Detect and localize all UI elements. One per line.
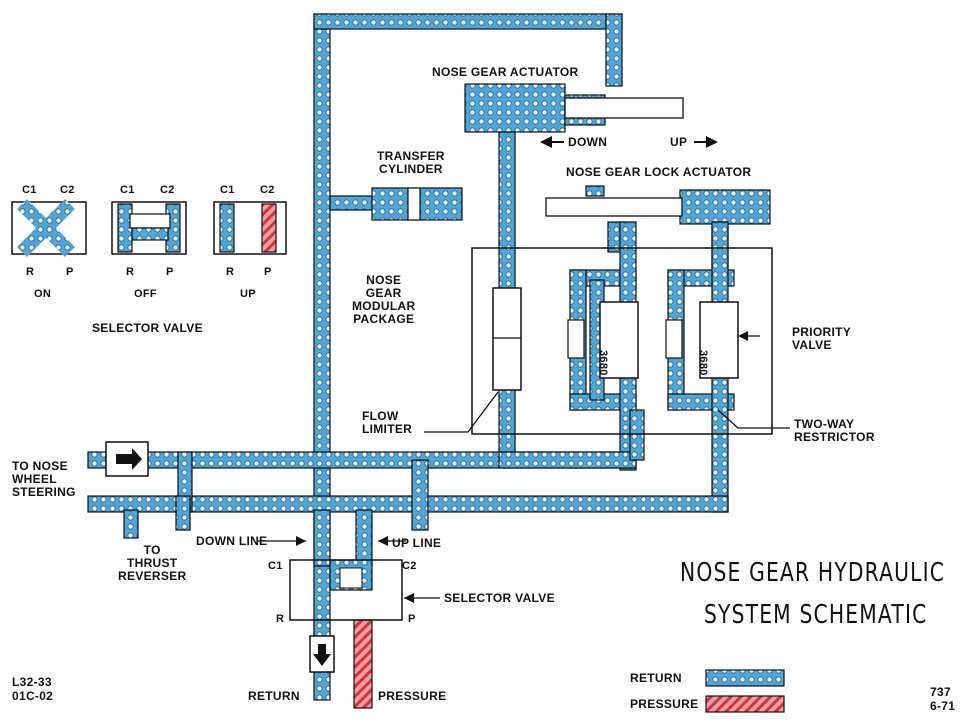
main-c1-label: C1 bbox=[268, 560, 283, 572]
selector-valve-pocket bbox=[339, 567, 363, 589]
down-arrow-icon bbox=[540, 136, 552, 148]
restrictor-left bbox=[567, 319, 585, 359]
state-up-p: P bbox=[264, 266, 272, 278]
down-label: DOWN bbox=[568, 135, 608, 149]
nose-gear-actuator-body bbox=[464, 83, 566, 133]
thrust-stub-3 bbox=[175, 495, 191, 531]
title-line-2: SYSTEM SCHEMATIC bbox=[704, 600, 928, 630]
selector-valve-main-label: SELECTOR VALVE bbox=[444, 591, 555, 605]
down-line-label: DOWN LINE bbox=[196, 534, 268, 548]
selector-leader-arrow bbox=[404, 593, 414, 603]
actuator-feed-line bbox=[605, 13, 623, 87]
priority-leader-arrow bbox=[738, 331, 748, 341]
up-label: UP bbox=[670, 135, 688, 149]
to-thrust-reverser-label: TO THRUST REVERSER bbox=[118, 543, 187, 583]
actuator-rod bbox=[564, 97, 684, 119]
state-off-p: P bbox=[166, 266, 174, 278]
state-on-p: P bbox=[66, 266, 74, 278]
footer-code-1: L32-33 bbox=[12, 675, 52, 689]
selector-state-on bbox=[11, 199, 87, 257]
transfer-cylinder-label: TRANSFER CYLINDER bbox=[377, 149, 445, 176]
state-up-c1: C1 bbox=[220, 184, 235, 196]
steering-arrow-icon bbox=[116, 448, 142, 470]
reverser-line bbox=[87, 495, 729, 513]
two-way-restrictor-label: TWO-WAY RESTRICTOR bbox=[794, 417, 875, 444]
pressure-inlet-label: PRESSURE bbox=[378, 689, 447, 703]
legend-pressure-swatch bbox=[705, 695, 785, 713]
transfer-link-line bbox=[329, 195, 375, 211]
state-up-name: UP bbox=[240, 288, 256, 300]
state-on-r: R bbox=[26, 266, 35, 278]
state-off-c1: C1 bbox=[120, 184, 135, 196]
mod-connector bbox=[411, 459, 429, 531]
state-off-name: OFF bbox=[134, 288, 157, 300]
state-on-name: ON bbox=[34, 288, 52, 300]
priority-valve-label: PRIORITY VALVE bbox=[792, 325, 852, 352]
return-arrow-icon bbox=[313, 644, 331, 666]
footer-date: 6-71 bbox=[930, 699, 956, 713]
footer-code-2: 01C-02 bbox=[12, 689, 54, 703]
title-line-1: NOSE GEAR HYDRAULIC bbox=[680, 558, 946, 588]
up-arrow-icon bbox=[706, 136, 718, 148]
modular-package-label: NOSE GEAR MODULAR PACKAGE bbox=[352, 273, 416, 326]
state-up-c2: C2 bbox=[260, 184, 275, 196]
valve-code-right: 3680 bbox=[697, 350, 709, 376]
state-up-r: R bbox=[226, 266, 235, 278]
top-line bbox=[313, 13, 623, 30]
nose-gear-lock-actuator-label: NOSE GEAR LOCK ACTUATOR bbox=[566, 165, 752, 179]
thrust-stub-1 bbox=[123, 509, 139, 539]
lock-actuator-body bbox=[679, 189, 771, 225]
down-line-arrow bbox=[296, 536, 306, 546]
down-line-drop bbox=[313, 509, 331, 567]
priority-valve-left bbox=[599, 301, 639, 379]
transfer-piston bbox=[407, 187, 421, 221]
state-off-c2: C2 bbox=[160, 184, 175, 196]
lock-actuator-left bbox=[585, 185, 605, 197]
selector-valve-body bbox=[289, 559, 403, 621]
legend-pressure-label: PRESSURE bbox=[630, 697, 699, 711]
up-line-arrow bbox=[378, 536, 388, 546]
selector-states-caption: SELECTOR VALVE bbox=[92, 321, 203, 335]
valve-code-left: 3680 bbox=[597, 350, 609, 376]
to-nose-wheel-steering-label: TO NOSE WHEEL STEERING bbox=[12, 459, 76, 499]
flow-limiter-box bbox=[492, 287, 522, 391]
footer-model: 737 bbox=[930, 685, 951, 699]
return-outlet-label: RETURN bbox=[248, 689, 300, 703]
mod-bottom-line bbox=[498, 451, 637, 469]
state-on-c1: C1 bbox=[22, 184, 37, 196]
selector-state-off bbox=[111, 201, 187, 255]
nose-gear-actuator-label: NOSE GEAR ACTUATOR bbox=[432, 65, 579, 79]
up-line-drop bbox=[355, 509, 373, 567]
main-r-label: R bbox=[276, 613, 285, 625]
legend-return-label: RETURN bbox=[630, 671, 682, 685]
up-line-label: UP LINE bbox=[392, 536, 442, 550]
legend-return-swatch bbox=[705, 669, 785, 687]
right-loop-down bbox=[629, 409, 645, 461]
state-on-c2: C2 bbox=[60, 184, 75, 196]
main-c2-label: C2 bbox=[402, 560, 417, 572]
priority-valve-right bbox=[699, 301, 739, 379]
restrictor-right bbox=[665, 319, 683, 359]
selector-state-up bbox=[213, 201, 287, 255]
main-p-label: P bbox=[408, 613, 416, 625]
flow-limiter-label: FLOW LIMITER bbox=[362, 409, 413, 436]
state-off-r: R bbox=[126, 266, 135, 278]
pressure-line bbox=[353, 619, 373, 709]
modular-package bbox=[471, 247, 773, 435]
lock-actuator-rod bbox=[545, 197, 683, 217]
